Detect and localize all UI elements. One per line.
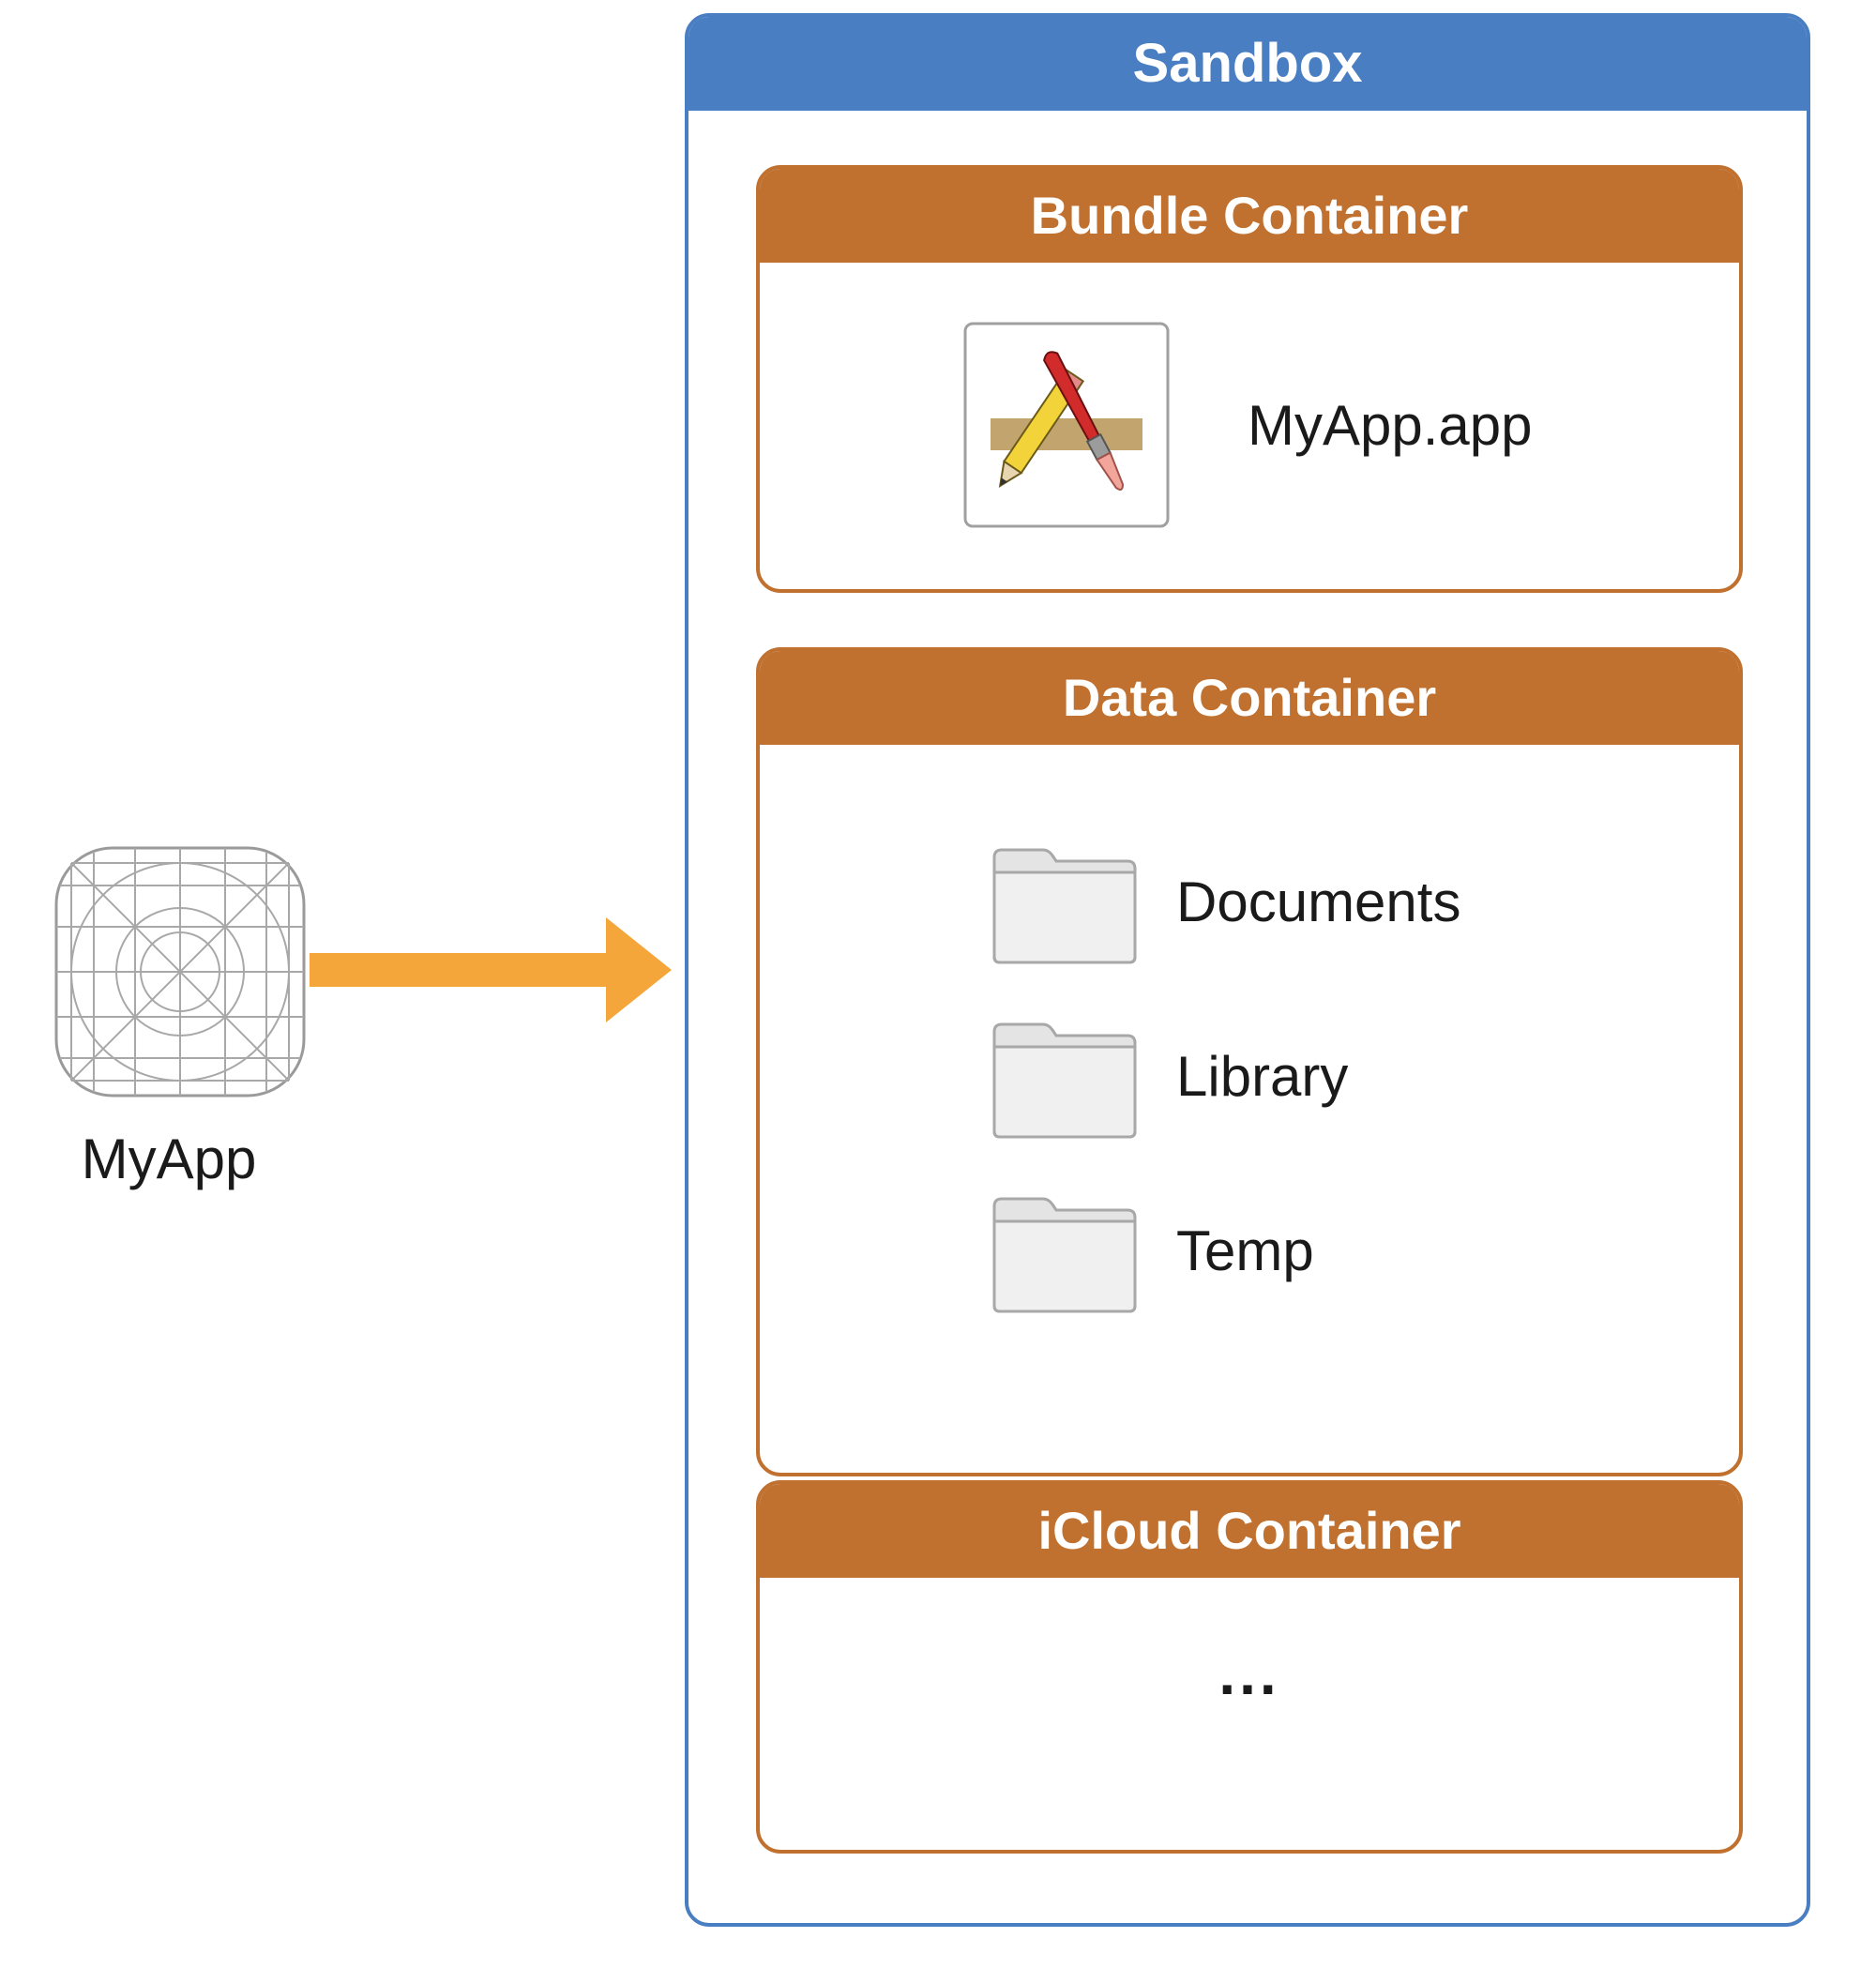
bundle-file-label: MyApp.app <box>1248 394 1533 457</box>
app-icon <box>53 844 308 1099</box>
data-container-title: Data Container <box>760 651 1739 745</box>
folder-item: Documents <box>989 844 1645 976</box>
folder-label: Documents <box>1176 870 1461 933</box>
icloud-container: iCloud Container ... <box>756 1480 1743 1854</box>
folder-icon <box>989 844 1139 966</box>
folder-icon <box>989 1019 1139 1141</box>
arrow-icon <box>310 917 672 1022</box>
icloud-container-title: iCloud Container <box>760 1484 1739 1578</box>
sandbox-title: Sandbox <box>688 17 1807 111</box>
bundle-container-title: Bundle Container <box>760 169 1739 263</box>
folder-item: Temp <box>989 1193 1645 1325</box>
bundle-container: Bundle Container <box>756 165 1743 593</box>
folder-item: Library <box>989 1019 1645 1150</box>
folder-label: Temp <box>1176 1219 1314 1282</box>
xcode-app-icon <box>962 321 1171 529</box>
app-label: MyApp <box>81 1128 257 1190</box>
folder-icon <box>989 1193 1139 1315</box>
icloud-content-ellipsis: ... <box>1218 1640 1280 1707</box>
data-container: Data Container Documents Library <box>756 647 1743 1476</box>
sandbox: Sandbox Bundle Container <box>685 13 1810 1927</box>
folder-label: Library <box>1176 1045 1349 1108</box>
